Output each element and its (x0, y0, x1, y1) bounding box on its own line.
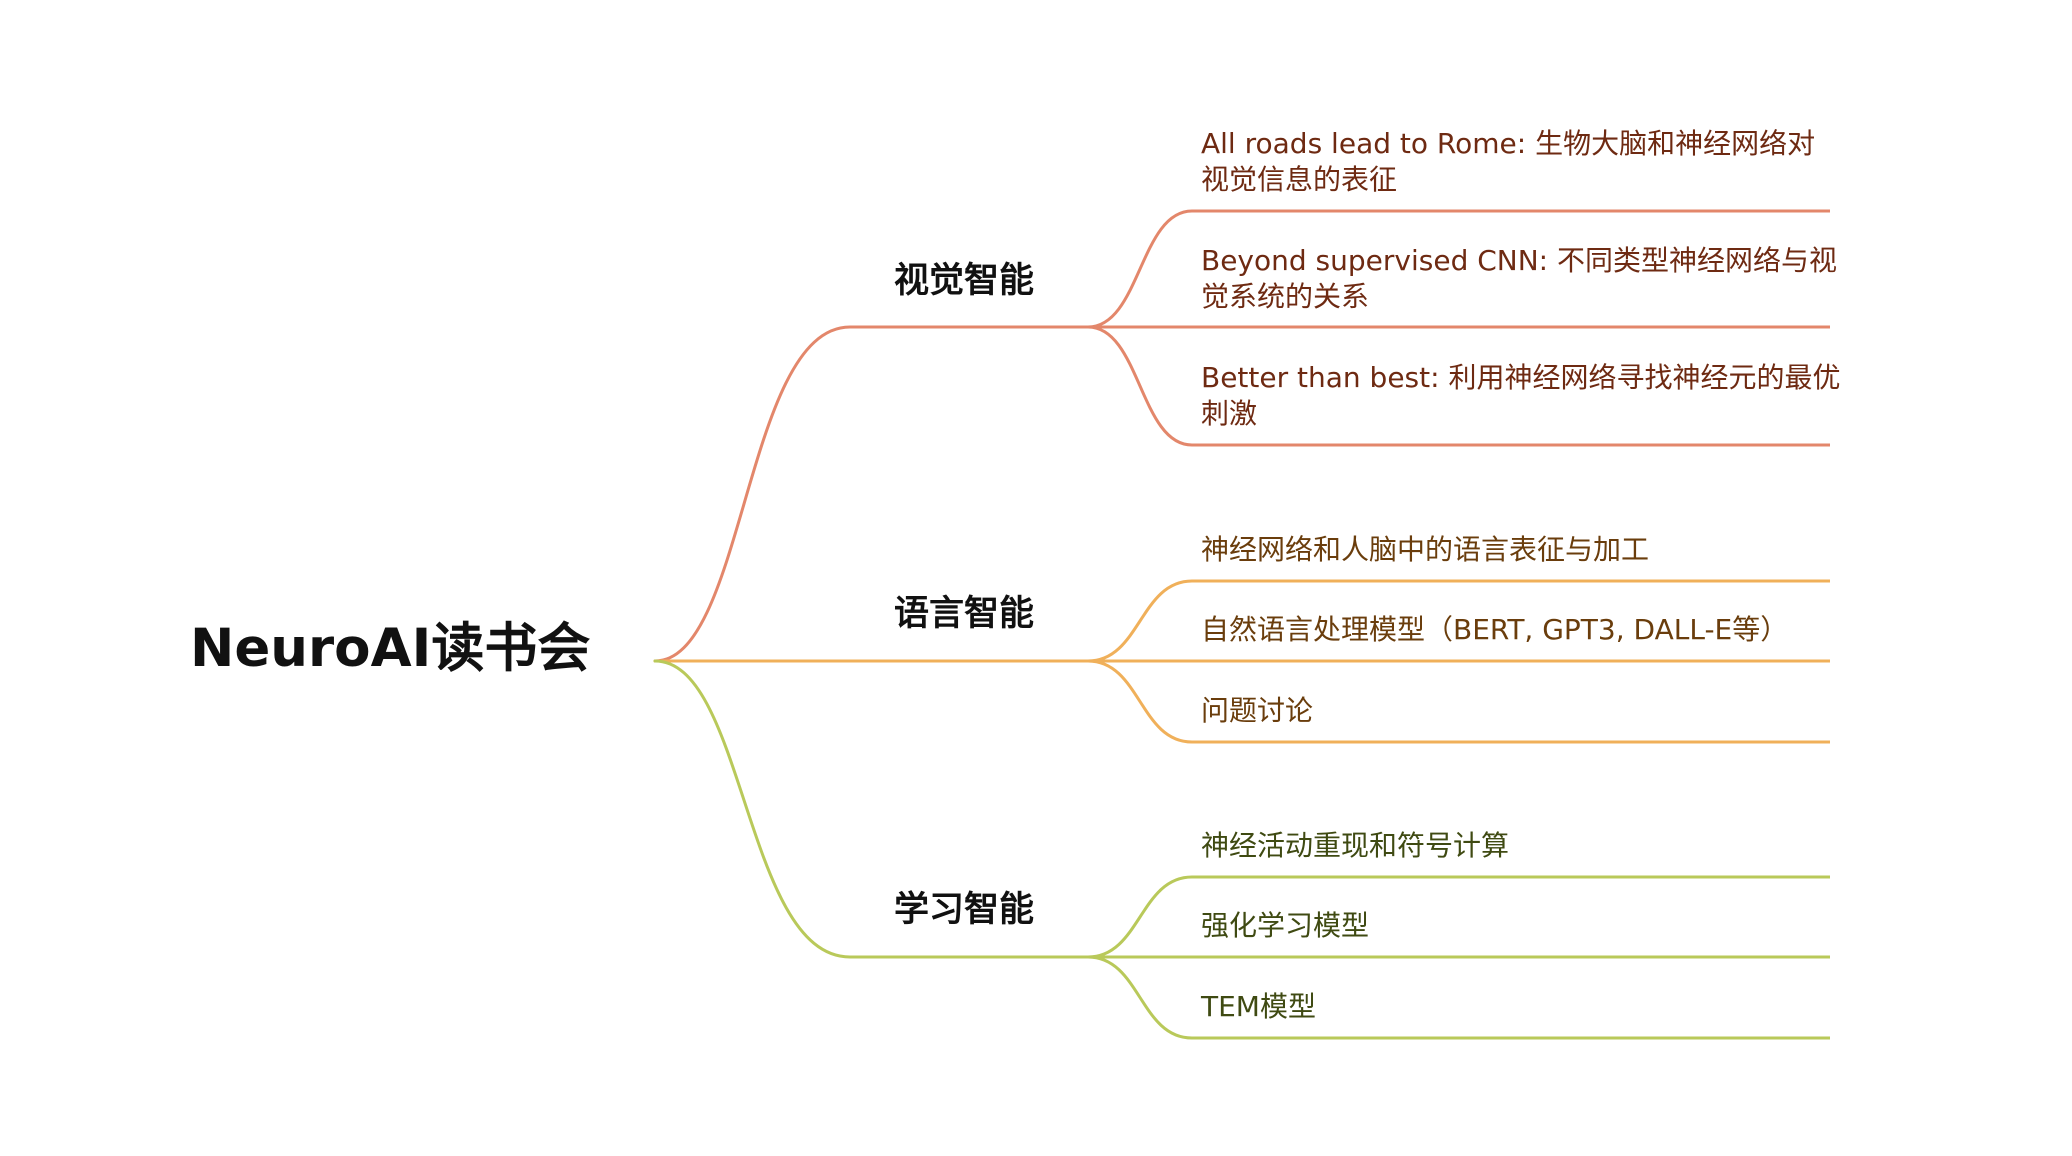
leaf-learning-3: TEM模型 (1201, 990, 1316, 1023)
link-visual-leaf-1 (1087, 209, 1830, 329)
link-learning-leaf-1 (1087, 875, 1830, 959)
branch-language-label: 语言智能 (894, 594, 1035, 634)
branch-visual-label: 视觉智能 (894, 261, 1035, 301)
link-learning-leaf-3 (1087, 955, 1830, 1040)
branch-learning-label: 学习智能 (894, 890, 1035, 930)
leaf-learning-2: 强化学习模型 (1201, 909, 1370, 942)
leaf-language-1: 神经网络和人脑中的语言表征与加工 (1201, 533, 1650, 566)
leaf-language-2: 自然语言处理模型（BERT, GPT3, DALL-E等） (1201, 613, 1789, 646)
link-visual-leaf-3 (1087, 325, 1830, 447)
link-language-leaf-1 (1087, 579, 1830, 663)
link-root-learning (653, 659, 1090, 959)
leaf-visual-1: All roads lead to Rome: 生物大脑和神经网络对视觉信息的表… (1201, 127, 1816, 196)
leaf-visual-3: Better than best: 利用神经网络寻找神经元的最优刺激 (1201, 361, 1841, 430)
leaf-language-3: 问题讨论 (1201, 694, 1314, 727)
link-root-visual (653, 325, 1090, 663)
root-node-title: NeuroAI读书会 (190, 618, 591, 679)
leaf-learning-1: 神经活动重现和符号计算 (1201, 829, 1510, 862)
link-language-leaf-3 (1087, 659, 1830, 744)
leaf-visual-2: Beyond supervised CNN: 不同类型神经网络与视觉系统的关系 (1201, 244, 1838, 313)
